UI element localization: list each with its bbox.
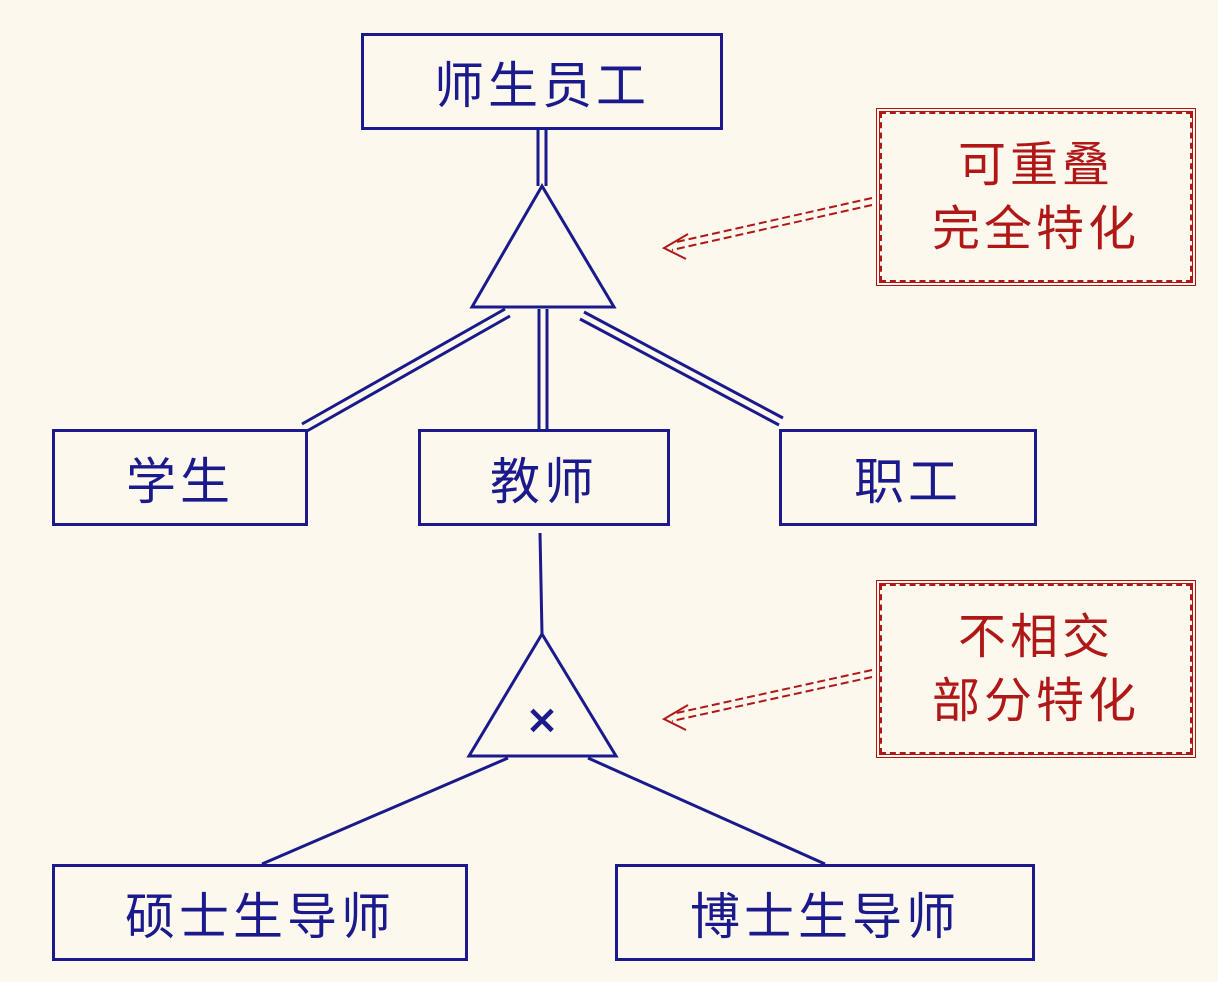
student-connector — [301, 307, 511, 433]
disjoint-note-line2: 部分特化 — [931, 673, 1140, 729]
overlap-specialization-triangle — [469, 183, 617, 309]
teacher-connector — [537, 309, 549, 429]
entity-staff-label: 师生员工 — [434, 56, 650, 115]
entity-master-supervisor: 硕士生导师 — [52, 864, 468, 961]
teacher-subtype-connector — [538, 532, 544, 635]
entity-staff: 师生员工 — [361, 33, 723, 130]
disjoint-note-line1: 不相交 — [957, 609, 1114, 665]
entity-phd-supervisor: 博士生导师 — [615, 864, 1035, 961]
entity-student-label: 学生 — [126, 452, 234, 511]
master-supervisor-connector — [261, 756, 509, 866]
overlap-note-arrow — [661, 197, 873, 260]
disjoint-note-arrow — [661, 669, 873, 731]
entity-phd-supervisor-label: 博士生导师 — [690, 887, 960, 946]
entity-master-supervisor-label: 硕士生导师 — [125, 887, 395, 946]
disjoint-note-inner-frame — [880, 584, 1192, 754]
overlap-note-inner-frame — [880, 112, 1192, 282]
overlap-note: 可重叠 完全特化 — [876, 108, 1196, 286]
entity-worker-label: 职工 — [854, 452, 962, 511]
phd-supervisor-connector — [587, 756, 826, 866]
entity-worker: 职工 — [779, 429, 1037, 526]
worker-connector — [579, 310, 784, 427]
entity-teacher-label: 教师 — [490, 452, 598, 511]
staff-connector — [536, 130, 548, 186]
entity-teacher: 教师 — [418, 429, 670, 526]
overlap-note-line2: 完全特化 — [931, 201, 1140, 257]
disjoint-symbol: × — [525, 697, 559, 743]
overlap-note-line1: 可重叠 — [957, 137, 1114, 193]
entity-student: 学生 — [52, 429, 308, 526]
disjoint-note: 不相交 部分特化 — [876, 580, 1196, 758]
disjoint-specialization-triangle — [466, 631, 619, 758]
